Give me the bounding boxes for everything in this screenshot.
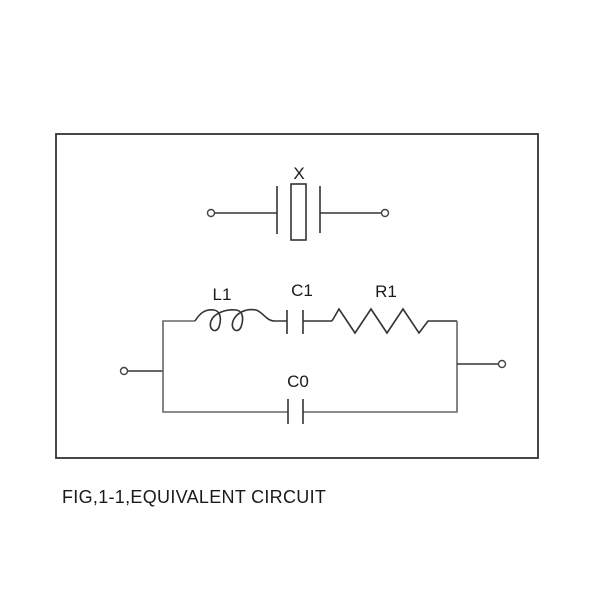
figure-caption: FIG,1-1,EQUIVALENT CIRCUIT bbox=[62, 487, 326, 507]
left-bus-wire bbox=[162, 320, 288, 413]
crystal-right-terminal bbox=[380, 208, 390, 218]
resistor-r1 bbox=[331, 307, 457, 335]
crystal-left-terminal bbox=[206, 208, 216, 218]
l1-label: L1 bbox=[213, 285, 232, 304]
crystal-symbol: X bbox=[206, 164, 390, 241]
crystal-element bbox=[290, 183, 307, 241]
figure-frame bbox=[55, 133, 539, 459]
c0-label: C0 bbox=[287, 372, 309, 391]
r1-label: R1 bbox=[375, 282, 397, 301]
c1-label: C1 bbox=[291, 281, 313, 300]
crystal-label: X bbox=[293, 164, 304, 183]
inductor-l1 bbox=[194, 308, 287, 332]
circuit-right-terminal bbox=[497, 359, 507, 369]
equivalent-circuit: L1 C1 R1 C0 bbox=[119, 281, 507, 424]
right-bus-wire bbox=[303, 321, 458, 413]
circuit-left-terminal bbox=[119, 366, 129, 376]
